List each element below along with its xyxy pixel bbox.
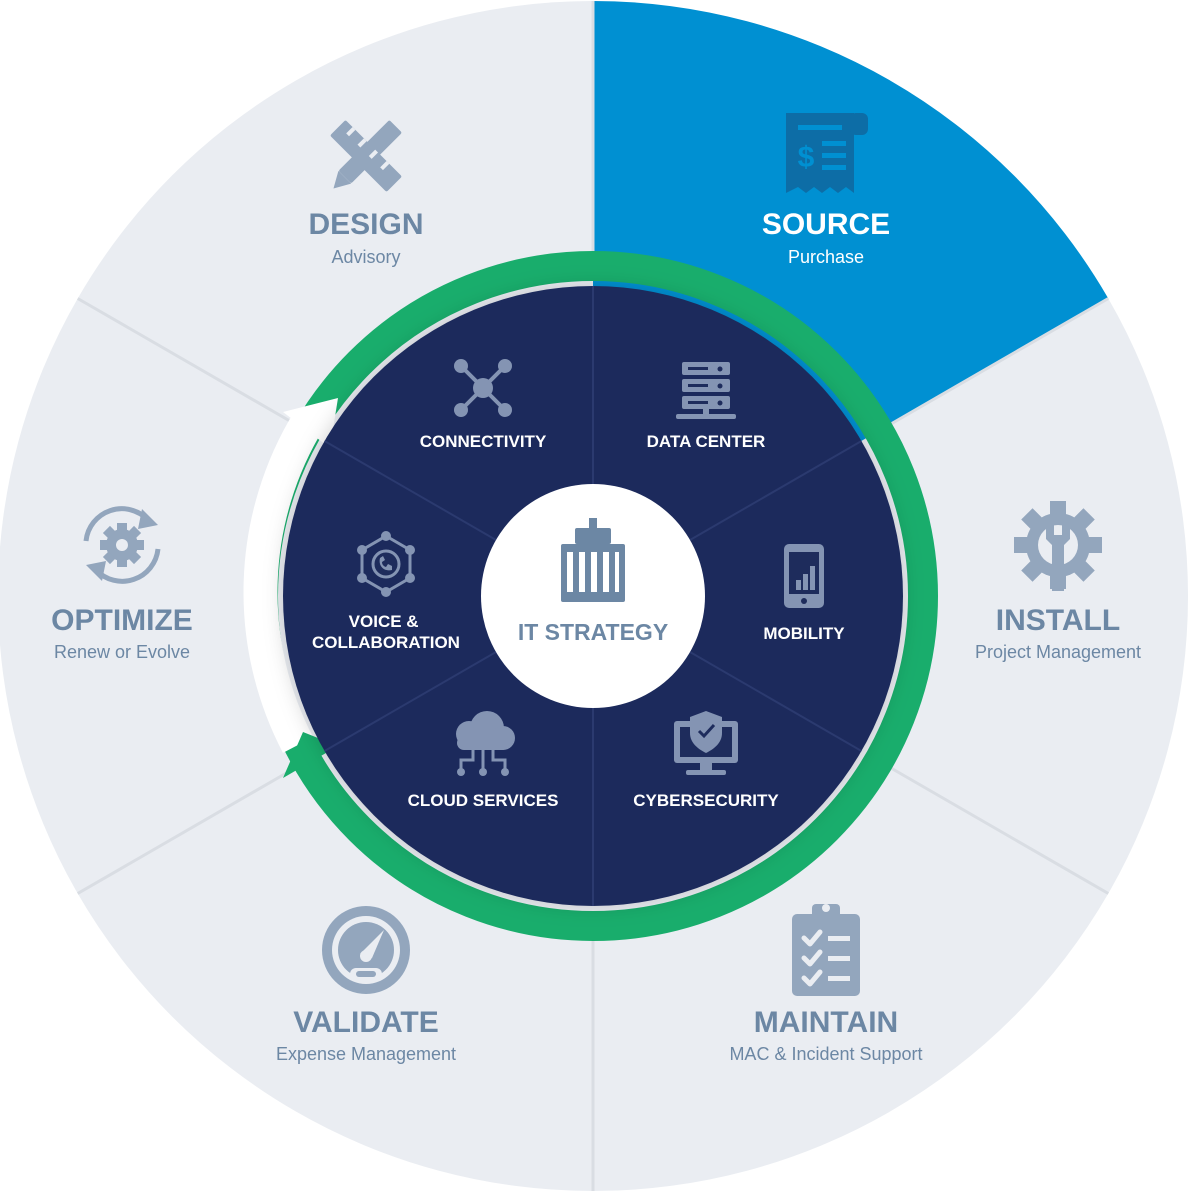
segment-title-validate: VALIDATE — [293, 1006, 439, 1039]
outer-divider — [76, 297, 295, 425]
segment-subtitle-validate: Expense Management — [276, 1044, 456, 1064]
network-nodes-icon — [454, 359, 512, 417]
center-label: IT STRATEGY — [518, 619, 668, 645]
segment-subtitle-maintain: MAC & Incident Support — [729, 1044, 922, 1064]
cloud-network-icon — [456, 711, 515, 776]
phone-hexagon-icon — [357, 531, 415, 597]
segment-subtitle-source: Purchase — [788, 247, 864, 267]
refresh-gear-icon — [83, 506, 161, 584]
svg-text:$: $ — [798, 141, 815, 174]
inner-label-data-center: DATA CENTER — [647, 432, 766, 451]
inner-divider — [324, 440, 497, 541]
inner-label-connectivity: CONNECTIVITY — [420, 432, 547, 451]
segment-title-install: INSTALL — [996, 604, 1120, 637]
segment-title-maintain: MAINTAIN — [754, 1006, 898, 1039]
outer-dividers — [76, 1, 1110, 1191]
segment-title-design: DESIGN — [308, 208, 423, 241]
segment-subtitle-install: Project Management — [975, 642, 1141, 662]
segment-subtitle-optimize: Renew or Evolve — [54, 642, 190, 662]
inner-label-voice-collaboration: VOICE & COLLABORATION — [312, 612, 460, 652]
shield-monitor-icon — [674, 711, 738, 775]
outer-divider — [891, 767, 1110, 895]
inner-label-cybersecurity: CYBERSECURITY — [633, 791, 779, 810]
inner-divider — [689, 440, 862, 541]
inner-label-mobility: MOBILITY — [763, 624, 845, 643]
gear-wrench-icon — [1014, 501, 1102, 591]
inner-segment-labels: CONNECTIVITY DATA CENTER — [312, 359, 845, 810]
segment-title-source: SOURCE — [762, 208, 890, 241]
inner-label-voice-line-2: COLLABORATION — [312, 633, 460, 652]
inner-divider — [324, 651, 497, 752]
inner-divider — [689, 651, 862, 752]
outer-divider — [891, 297, 1110, 425]
inner-label-voice-line-1: VOICE & — [349, 612, 419, 631]
arrow-up-icon — [283, 398, 338, 448]
inner-dividers — [324, 286, 862, 906]
speedometer-icon — [322, 906, 410, 994]
server-rack-icon — [676, 362, 736, 419]
smartphone-icon — [784, 544, 824, 608]
outer-segment-labels: DESIGN Advisory $ SOURCE Purchase — [51, 113, 1141, 1064]
segment-title-optimize: OPTIMIZE — [51, 604, 193, 637]
inner-label-cloud-services: CLOUD SERVICES — [408, 791, 559, 810]
receipt-icon: $ — [786, 113, 868, 193]
cycle-ring-gap — [243, 411, 324, 753]
segment-subtitle-design: Advisory — [331, 247, 400, 267]
pencil-ruler-icon — [330, 120, 402, 192]
clipboard-checklist-icon — [792, 904, 860, 996]
outer-divider — [76, 767, 295, 895]
office-building-icon — [561, 518, 625, 602]
